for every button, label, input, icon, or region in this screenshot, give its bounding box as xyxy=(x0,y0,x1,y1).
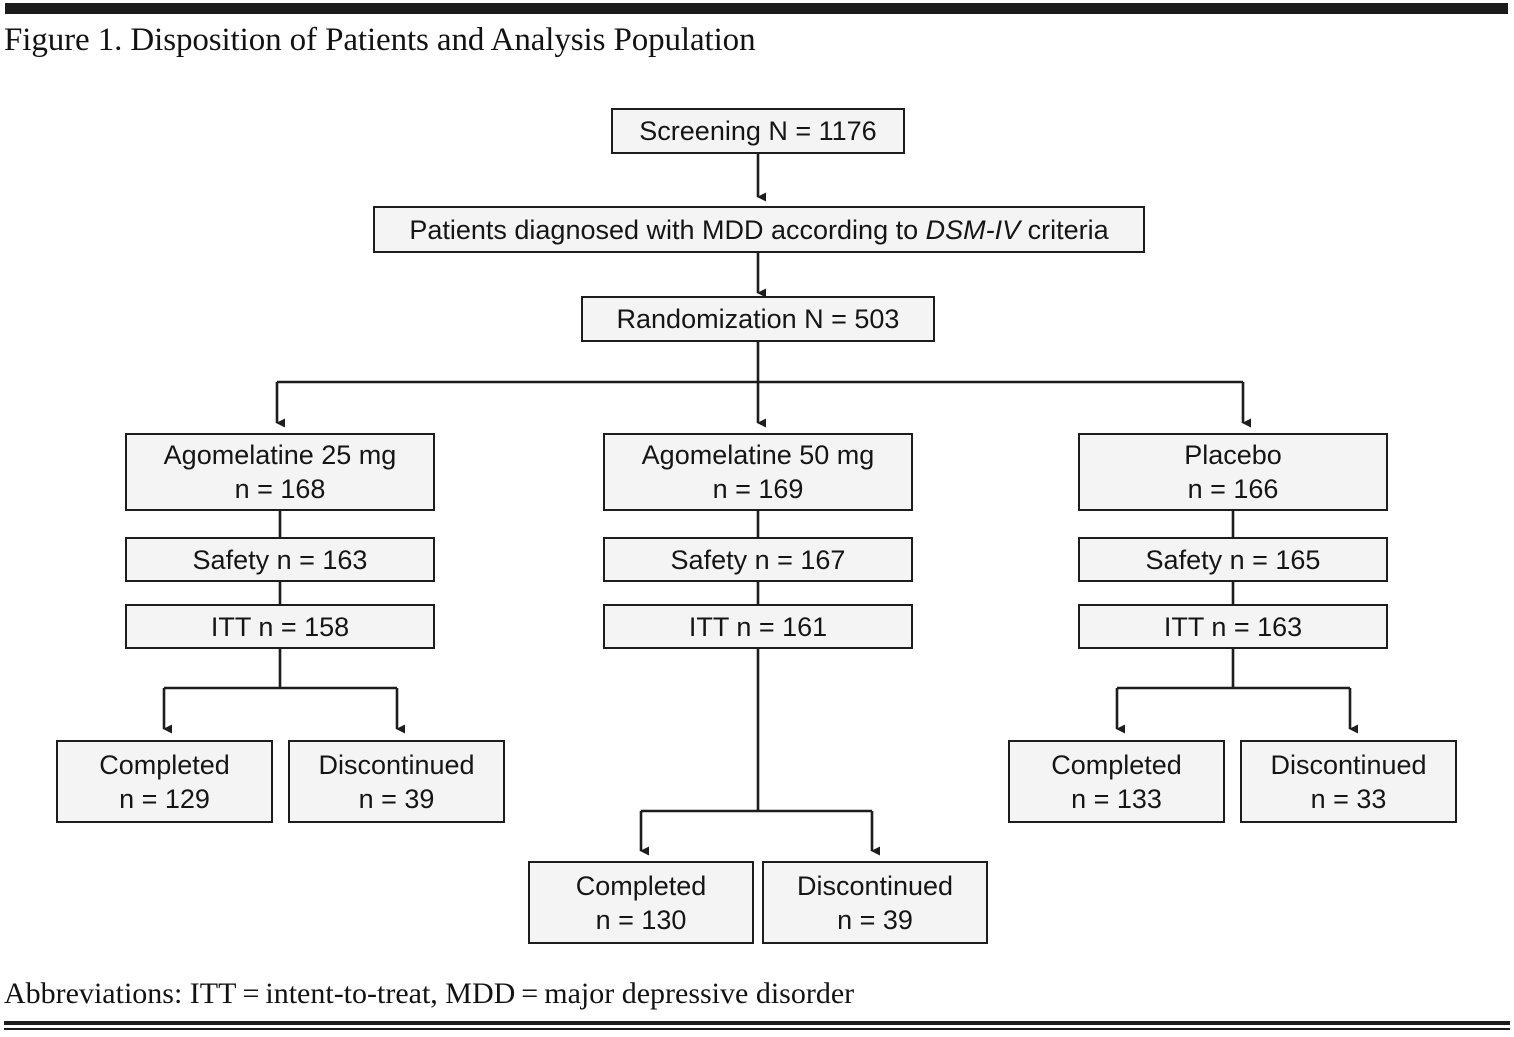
node-arm1-discontinued-label: Discontinued xyxy=(318,749,475,780)
node-arm2-discontinued: Discontinued n = 39 xyxy=(762,861,988,944)
node-arm1-itt: ITT n = 158 xyxy=(125,604,435,649)
node-arm2-safety: Safety n = 167 xyxy=(603,537,913,582)
node-arm1-completed-count: n = 129 xyxy=(119,783,210,814)
node-arm1-safety: Safety n = 163 xyxy=(125,537,435,582)
node-randomization-label: Randomization N = 503 xyxy=(616,304,900,334)
node-arm3-completed-count: n = 133 xyxy=(1071,783,1162,814)
diagnosed-text-post: criteria xyxy=(1020,214,1109,245)
node-arm3-safety-label: Safety n = 165 xyxy=(1145,544,1321,575)
node-arm3-completed-label: Completed xyxy=(1051,749,1182,780)
diagnosed-text-pre: Patients diagnosed with MDD according to xyxy=(409,214,926,245)
node-arm3-itt-label: ITT n = 163 xyxy=(1163,611,1303,642)
node-randomization: Randomization N = 503 xyxy=(581,296,935,342)
node-arm2-completed-count: n = 130 xyxy=(595,904,687,935)
node-arm1-safety-label: Safety n = 163 xyxy=(192,544,368,575)
node-arm2-completed: Completed n = 130 xyxy=(528,861,754,944)
node-arm1-discontinued: Discontinued n = 39 xyxy=(288,740,505,823)
node-arm3-safety: Safety n = 165 xyxy=(1078,537,1388,582)
node-arm1-discontinued-count: n = 39 xyxy=(358,783,435,814)
node-arm2-completed-label: Completed xyxy=(575,870,707,901)
node-arm-placebo: Placebo n = 166 xyxy=(1078,433,1388,511)
node-arm-agomelatine-50mg-count: n = 169 xyxy=(712,474,804,504)
node-diagnosed-mdd: Patients diagnosed with MDD according to… xyxy=(373,206,1145,253)
figure-title: Figure 1. Disposition of Patients and An… xyxy=(4,22,756,58)
top-divider-rule xyxy=(5,3,1508,14)
node-arm-agomelatine-25mg-label: Agomelatine 25 mg xyxy=(163,440,397,470)
node-arm3-itt: ITT n = 163 xyxy=(1078,604,1388,649)
node-arm-placebo-label: Placebo xyxy=(1184,440,1282,470)
bottom-divider-rule-thick xyxy=(4,1021,1510,1025)
node-arm-agomelatine-50mg: Agomelatine 50 mg n = 169 xyxy=(603,433,913,511)
node-arm-agomelatine-25mg: Agomelatine 25 mg n = 168 xyxy=(125,433,435,511)
node-arm3-discontinued: Discontinued n = 33 xyxy=(1240,740,1457,823)
diagnosed-text-italic: DSM-IV xyxy=(925,214,1021,245)
node-arm2-discontinued-label: Discontinued xyxy=(796,870,954,901)
node-arm1-itt-label: ITT n = 158 xyxy=(210,611,350,642)
node-arm2-safety-label: Safety n = 167 xyxy=(670,544,846,575)
node-arm3-discontinued-label: Discontinued xyxy=(1270,749,1427,780)
node-arm3-discontinued-count: n = 33 xyxy=(1310,783,1387,814)
node-arm3-completed: Completed n = 133 xyxy=(1008,740,1225,823)
node-arm-agomelatine-25mg-count: n = 168 xyxy=(234,474,326,504)
node-arm-agomelatine-50mg-label: Agomelatine 50 mg xyxy=(641,440,875,470)
node-screening-label: Screening N = 1176 xyxy=(639,116,877,146)
node-arm1-completed-label: Completed xyxy=(99,749,230,780)
node-arm-placebo-count: n = 166 xyxy=(1187,474,1279,504)
node-arm1-completed: Completed n = 129 xyxy=(56,740,273,823)
node-arm2-discontinued-count: n = 39 xyxy=(837,904,913,935)
bottom-divider-rule-thin xyxy=(4,1028,1510,1030)
node-arm2-itt: ITT n = 161 xyxy=(603,604,913,649)
abbreviations-note: Abbreviations: ITT = intent-to-treat, MD… xyxy=(4,977,855,1010)
node-diagnosed-mdd-label: Patients diagnosed with MDD according to… xyxy=(409,213,1108,247)
node-arm2-itt-label: ITT n = 161 xyxy=(688,611,828,642)
node-screening: Screening N = 1176 xyxy=(611,108,905,154)
